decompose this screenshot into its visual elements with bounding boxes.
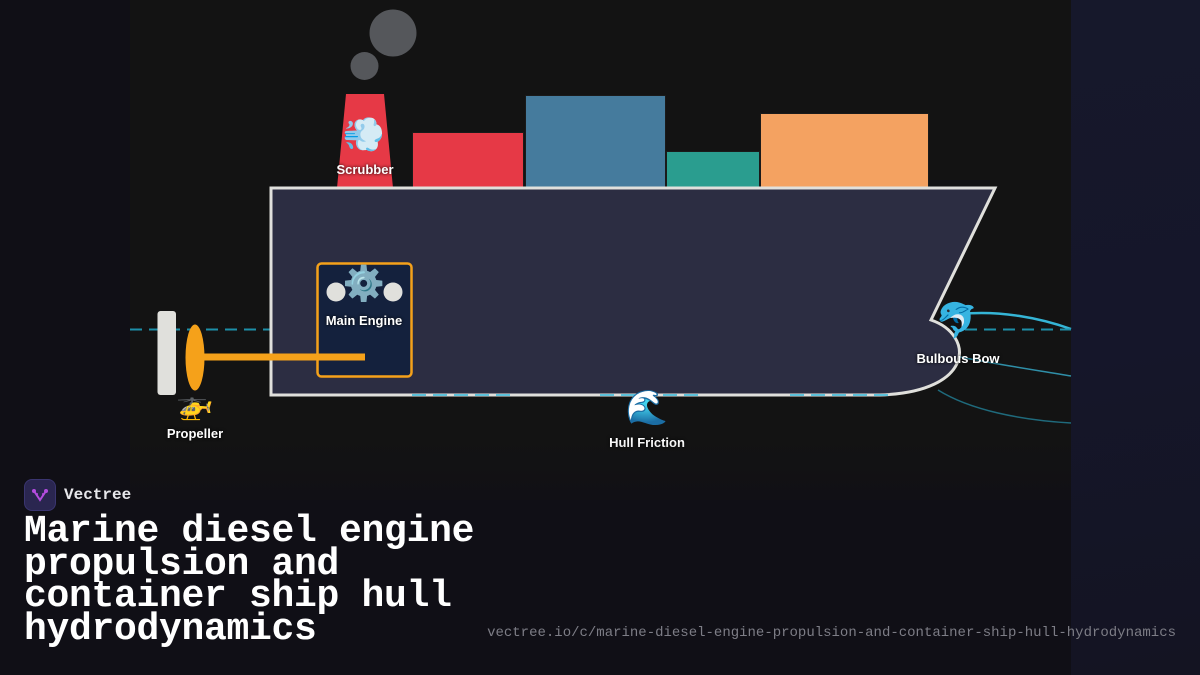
wind-blowing-icon: 💨 (342, 115, 386, 155)
container-red (412, 132, 524, 188)
container-orange (760, 113, 929, 188)
label-bulbous-bow: Bulbous Bow (916, 351, 1000, 366)
gear-icon: ⚙️ (342, 264, 386, 304)
ship-diagram (130, 9, 1072, 424)
dolphin-icon: 🐬 (935, 301, 979, 341)
background-right (1071, 0, 1200, 675)
page-title: Marine diesel engine propulsion and cont… (24, 510, 475, 651)
water-wave-icon: 🌊 (625, 388, 669, 428)
diagram-fade (130, 440, 1071, 520)
container-teal (666, 151, 760, 188)
engine-cylinder-left (326, 282, 346, 302)
container-blue (525, 95, 666, 188)
smoke-puff-small (350, 52, 379, 80)
propeller-shaft (196, 353, 365, 361)
label-main-engine: Main Engine (325, 313, 403, 328)
propeller-blade (185, 324, 205, 391)
smoke-puff-large (369, 9, 417, 57)
rudder (157, 311, 176, 395)
label-propeller: Propeller (166, 426, 224, 441)
bow-flow-line-upper (959, 311, 1072, 331)
vectree-logo-icon (24, 479, 56, 511)
funnel (337, 94, 393, 188)
engine-cylinder-right (383, 282, 403, 302)
brand: Vectree (24, 479, 131, 511)
bow-flow-line-middle (959, 356, 1072, 377)
page-url[interactable]: vectree.io/c/marine-diesel-engine-propul… (487, 625, 1176, 641)
helicopter-icon: 🚁 (176, 387, 214, 422)
bow-flow-line-lower (937, 389, 1072, 424)
label-scrubber: Scrubber (336, 162, 394, 177)
brand-name: Vectree (64, 486, 132, 504)
hull (269, 186, 998, 397)
